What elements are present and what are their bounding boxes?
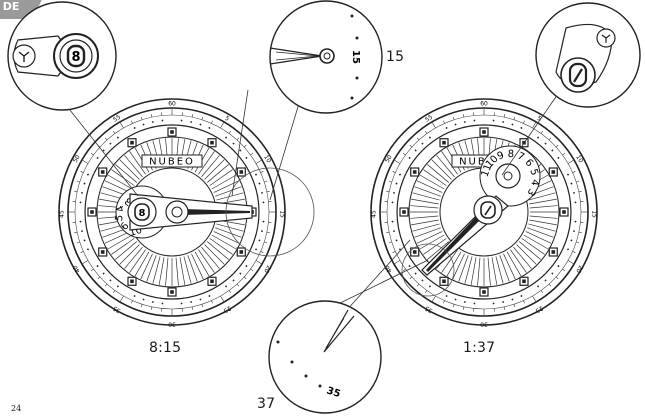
bezel-number: 15 <box>279 210 286 218</box>
caption-right-time: 1:37 <box>463 340 495 356</box>
svg-text:8: 8 <box>139 208 146 219</box>
center-hub-left <box>166 201 188 223</box>
bezel-number: 45 <box>371 210 378 218</box>
bezel-number: 15 <box>591 210 598 218</box>
dial-brand-left: NUBEO <box>149 157 195 168</box>
page-number: 24 <box>11 404 21 413</box>
callout-top-dial-mark: 15 <box>350 50 361 64</box>
caption-left-time: 8:15 <box>149 340 181 356</box>
svg-text:8: 8 <box>71 50 80 65</box>
bezel-number: 60 <box>480 101 488 108</box>
bezel-number: 45 <box>59 210 66 218</box>
bezel-number: 30 <box>168 321 176 328</box>
bezel-number: 30 <box>480 321 488 328</box>
callout-top-value: 15 <box>386 49 404 65</box>
callout-bottom-value: 37 <box>257 396 275 412</box>
bezel-number: 60 <box>168 101 176 108</box>
